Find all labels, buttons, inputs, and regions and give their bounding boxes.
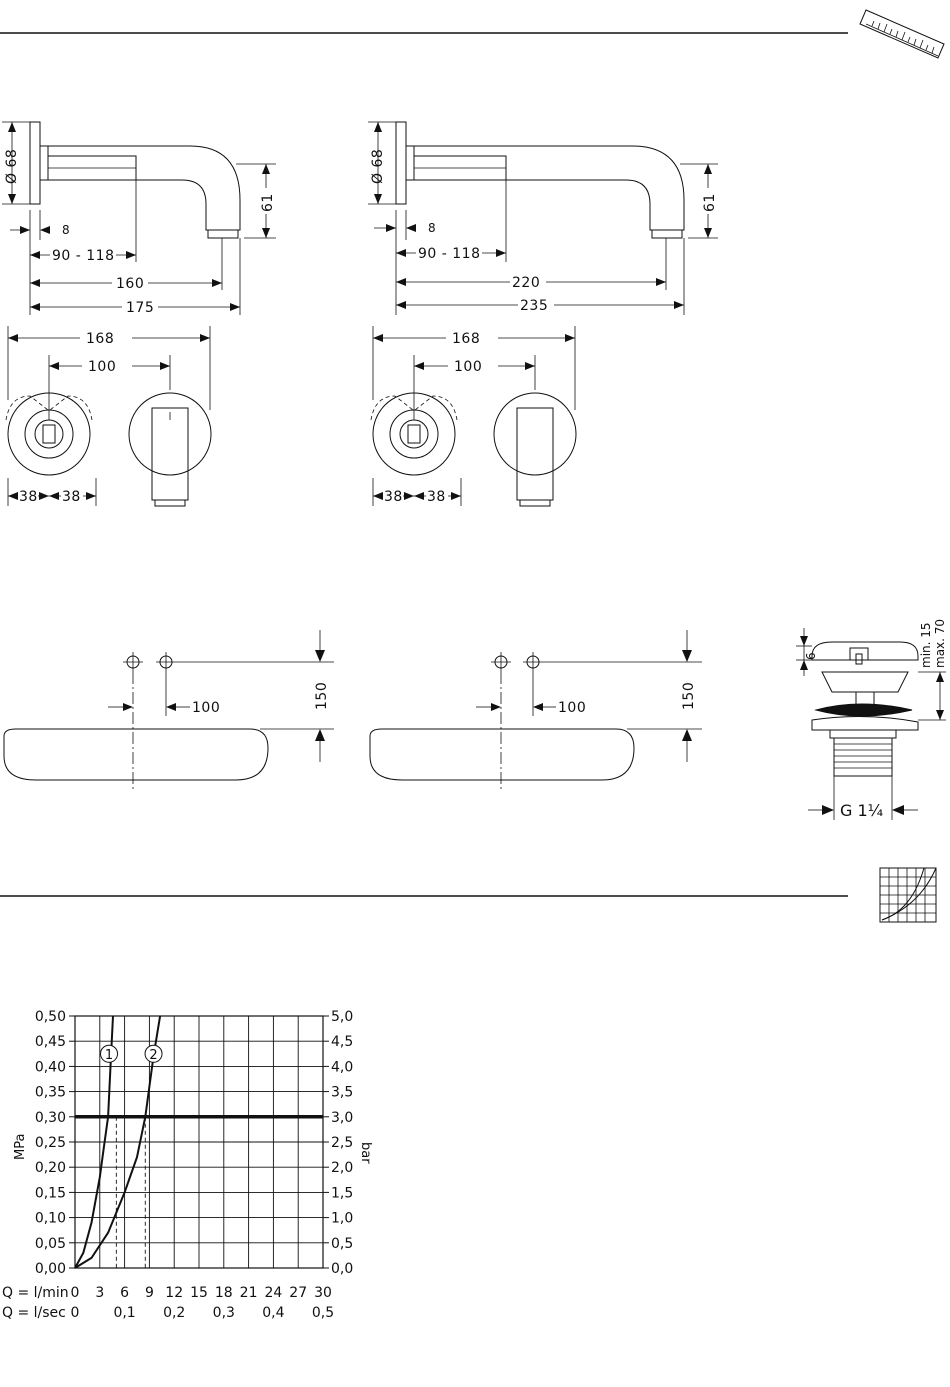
y-tick-label-bar: 3,0	[331, 1110, 353, 1126]
dim-90-118: 90 - 118	[52, 248, 115, 264]
y-tick-label-bar: 4,0	[331, 1059, 353, 1075]
x-tick-label-lmin: 24	[264, 1285, 282, 1301]
y-tick-label-mpa: 0,25	[35, 1135, 66, 1151]
x-tick-label-lmin: 12	[165, 1285, 183, 1301]
dim-61: 61	[702, 193, 718, 212]
x-tick-label-lmin: 18	[215, 1285, 233, 1301]
x-tick-label-lmin: 3	[95, 1285, 104, 1301]
x-tick-label-lsec: 0,4	[262, 1305, 284, 1321]
y-tick-label-bar: 2,0	[331, 1160, 353, 1176]
dim-38-left: 38	[384, 489, 403, 505]
y-tick-label-bar: 4,5	[331, 1034, 353, 1050]
series-curve-1	[74, 1015, 114, 1269]
x-tick-label-lmin: 27	[289, 1285, 307, 1301]
dim-100: 100	[454, 359, 482, 375]
dim-100: 100	[192, 700, 220, 716]
y-tick-label-mpa: 0,05	[35, 1236, 66, 1252]
x-tick-label-lmin: 0	[71, 1285, 80, 1301]
y-tick-label-bar: 2,5	[331, 1135, 353, 1151]
dim-220: 220	[512, 275, 540, 291]
waste-valve-drawing: 6 min. 15 max. 70 G 1¼	[796, 619, 947, 820]
y-tick-label-mpa: 0,50	[35, 1009, 66, 1025]
x-tick-label-lmin: 6	[120, 1285, 129, 1301]
x-tick-label-lmin: 21	[240, 1285, 258, 1301]
dim-235: 235	[520, 298, 548, 314]
dim-150: 150	[314, 682, 330, 710]
series-label-circle-2	[144, 1044, 163, 1063]
y-tick-label-mpa: 0,00	[35, 1261, 66, 1277]
dim-diameter: Ø 68	[4, 149, 20, 184]
y-tick-label-mpa: 0,15	[35, 1185, 66, 1201]
flow-chart-icon	[879, 867, 937, 923]
x-tick-label-lsec: 0,2	[163, 1305, 185, 1321]
y-axis-label-right: bar	[358, 1142, 373, 1164]
dim-8: 8	[62, 223, 70, 237]
x-axis-label-lmin: Q = l/min	[2, 1285, 69, 1301]
y-tick-label-mpa: 0,20	[35, 1160, 66, 1176]
x-axis-label-lsec: Q = l/sec	[2, 1305, 66, 1321]
dim-160: 160	[116, 276, 144, 292]
dim-90-118: 90 - 118	[418, 246, 481, 262]
dim-6: 6	[804, 652, 818, 660]
x-tick-label-lsec: 0,3	[213, 1305, 235, 1321]
y-tick-label-bar: 1,0	[331, 1211, 353, 1227]
dim-168: 168	[452, 331, 480, 347]
y-axis-label-left: MPa	[13, 1134, 28, 1160]
dim-100: 100	[558, 700, 586, 716]
series-label-1: 1	[105, 1048, 113, 1063]
ruler-icon	[859, 9, 945, 59]
series-label-2: 2	[149, 1048, 157, 1063]
y-tick-label-bar: 5,0	[331, 1009, 353, 1025]
x-tick-label-lsec: 0	[71, 1305, 80, 1321]
dim-max: max. 70	[933, 619, 947, 668]
series-curve-2	[74, 1015, 162, 1269]
dim-100: 100	[88, 359, 116, 375]
dim-38-right: 38	[62, 489, 81, 505]
x-tick-label-lsec: 0,5	[312, 1305, 334, 1321]
y-tick-label-mpa: 0,35	[35, 1085, 66, 1101]
y-tick-label-mpa: 0,30	[35, 1110, 66, 1126]
dim-61: 61	[260, 193, 276, 212]
y-tick-label-mpa: 0,40	[35, 1059, 66, 1075]
dim-min: min. 15	[919, 622, 933, 668]
basin-drawing-left: 100 150	[3, 630, 334, 790]
x-tick-label-lmin: 9	[145, 1285, 154, 1301]
y-tick-label-bar: 3,5	[331, 1085, 353, 1101]
dim-168: 168	[86, 331, 114, 347]
y-tick-label-bar: 0,0	[331, 1261, 353, 1277]
dim-175: 175	[126, 300, 154, 316]
basin-drawing-right: 100 150	[369, 630, 702, 790]
x-tick-label-lsec: 0,1	[113, 1305, 135, 1321]
dim-diameter: Ø 68	[370, 149, 386, 184]
dim-38-left: 38	[19, 489, 38, 505]
y-tick-label-bar: 1,5	[331, 1185, 353, 1201]
x-tick-label-lmin: 15	[190, 1285, 208, 1301]
y-tick-label-mpa: 0,45	[35, 1034, 66, 1050]
dim-38-right: 38	[427, 489, 446, 505]
series-label-circle-1	[100, 1044, 119, 1063]
dim-8: 8	[428, 221, 436, 235]
x-tick-label-lmin: 30	[314, 1285, 332, 1301]
y-tick-label-bar: 0,5	[331, 1236, 353, 1252]
dim-thread: G 1¼	[840, 801, 883, 820]
dim-150: 150	[681, 682, 697, 710]
spout-drawing-long: Ø 68 8 90 - 118 220 235 61	[368, 121, 718, 507]
y-tick-label-mpa: 0,10	[35, 1211, 66, 1227]
spout-drawing-short: Ø 68 8 90 - 118 160 175	[2, 121, 276, 507]
